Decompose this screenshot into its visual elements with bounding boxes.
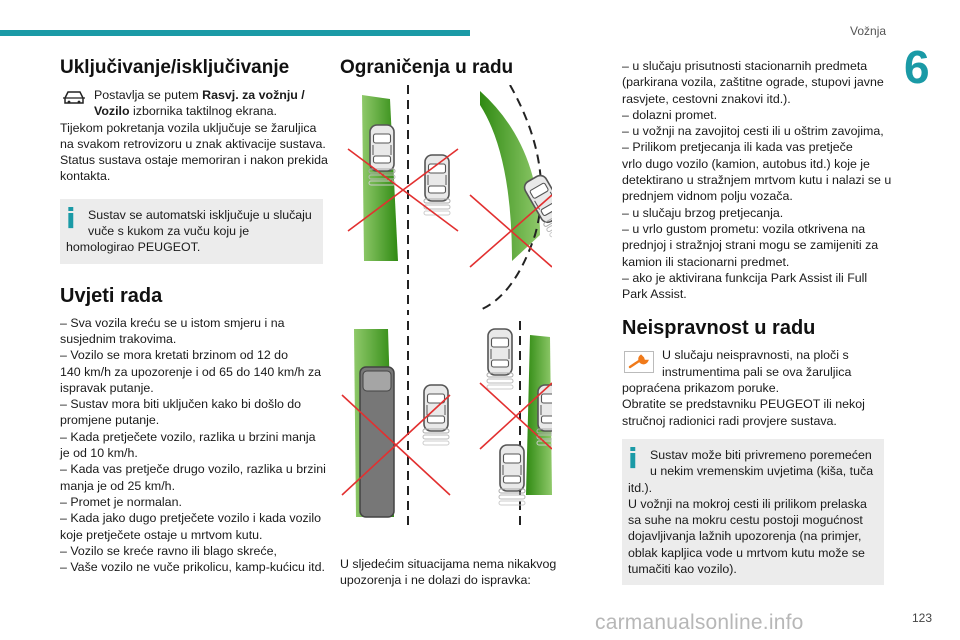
illustration-caption: U sljedećim situacijama nema nikakvog up… <box>340 556 595 589</box>
heading-on-off: Uključivanje/isključivanje <box>60 57 290 78</box>
car-settings-icon <box>60 87 88 109</box>
list-item: – Promet je normalan. <box>60 494 182 509</box>
text-line: stručnoj radionici radi provjere sustava… <box>622 413 837 428</box>
scene-dense-traffic <box>479 321 552 525</box>
list-item: – dolazni promet. <box>622 107 718 122</box>
info-box-weather: i Sustav može biti privremeno poremećen … <box>622 438 884 586</box>
list-item: – Sva vozila kreću se u istom smjeru i n… <box>60 315 285 330</box>
text-line: u nekim vremenskim uvjetima (kiša, tuča <box>650 464 874 479</box>
list-item: je od 10 km/h. <box>60 446 138 461</box>
list-item: susjednim trakovima. <box>60 331 177 346</box>
list-item: kamion ili stacionarni predmet. <box>622 254 790 269</box>
text-line: U sljedećim situacijama nema nikakvog <box>340 557 557 571</box>
column-3: – u slučaju prisutnosti stacionarnih pre… <box>622 58 892 586</box>
text-line: Sustav može biti privremeno poremećen <box>650 447 872 462</box>
heading-limitations: Ograničenja u radu <box>340 57 514 78</box>
text-line: vuče s kukom za vuču koju je <box>88 224 250 239</box>
list-item: – u vrlo gustom prometu: vozila otkriven… <box>622 221 866 236</box>
section-label: Vožnja <box>850 24 887 38</box>
info-box-towing: i Sustav se automatski isključuje u sluč… <box>60 198 323 264</box>
instruction-text: Postavlja se putem <box>94 88 203 102</box>
list-item: – Kada vas pretječe drugo vozilo, razlik… <box>60 462 326 477</box>
chapter-number: 6 <box>904 41 930 93</box>
text-line: Sustav se automatski isključuje u slučaj… <box>88 207 312 222</box>
header-accent-bar <box>0 30 470 36</box>
malfunction-warning: U slučaju neispravnosti, na ploči s inst… <box>622 347 890 380</box>
settings-instruction: Postavlja se putem Rasvj. za vožnju / Vo… <box>60 87 323 120</box>
list-item: – Vaše vozilo ne vuče prikolicu, kamp-ku… <box>60 560 325 575</box>
text-line: Status sustava ostaje memoriran i nakon … <box>60 153 328 168</box>
list-item: vrlo dugo vozilo (kamion, autobus itd.) … <box>622 156 870 171</box>
list-item: 140 km/h za upozorenje i od 65 do 140 km… <box>60 364 322 379</box>
scene-curve <box>469 85 552 311</box>
text-line: Tijekom pokretanja vozila uključuje se ž… <box>60 120 317 135</box>
list-item: rasvjete, cestovni znakovi itd.). <box>622 91 791 106</box>
menu-path: Rasvj. za vožnju / <box>202 88 305 102</box>
info-icon: i <box>628 441 638 475</box>
instruction-text-2: izbornika taktilnog ekrana. <box>129 104 277 119</box>
list-item: – Kada pretječete vozilo, razlika u brzi… <box>60 429 316 444</box>
heading-conditions: Uvjeti rada <box>60 284 163 307</box>
list-item: koje pretječete ostaje u mrtvom kutu. <box>60 527 263 542</box>
watermark: carmanualsonline.info <box>595 611 804 634</box>
text-line: Obratite se predstavniku PEUGEOT ili nek… <box>622 397 865 412</box>
list-item: prednjem vidnom polju vozača. <box>622 189 793 204</box>
text-line: U slučaju neispravnosti, na ploči s <box>662 348 849 363</box>
heading-malfunction: Neispravnost u radu <box>622 317 816 340</box>
list-item: – u vožnji na zavojitoj cesti ili u oštr… <box>622 124 884 139</box>
column-2: Ograničenja u radu <box>340 56 595 87</box>
list-item: promjene putanje. <box>60 413 160 428</box>
scene-truck <box>341 321 451 525</box>
list-item: – u slučaju prisutnosti stacionarnih pre… <box>622 59 868 73</box>
list-item: – Vozilo se mora kretati brzinom od 12 d… <box>60 348 288 363</box>
wrench-warning-icon <box>622 347 656 377</box>
info-icon: i <box>66 201 76 235</box>
page-number: 123 <box>911 611 932 625</box>
list-item: prednjoj i stražnjoj strani mogu se zami… <box>622 238 879 253</box>
list-item: Park Assist. <box>622 287 687 302</box>
list-item: manja je od 25 km/h. <box>60 478 176 493</box>
list-item: – Kada jako dugo pretječete vozilo i kad… <box>60 511 322 526</box>
menu-path-2: Vozilo <box>94 104 130 119</box>
text-line: na svakom retrovizoru u znak aktivacije … <box>60 136 326 151</box>
scene-parked-vehicles <box>347 85 459 315</box>
limitations-list: – u slučaju prisutnosti stacionarnih pre… <box>622 58 892 302</box>
text-line: dojavljivanja lažnih upozorenja (na prim… <box>628 529 862 544</box>
list-item: – u slučaju brzog pretjecanja. <box>622 205 784 220</box>
blind-spot-illustrations <box>341 85 552 525</box>
list-item: (parkirana vozila, zaštitne ograde, stup… <box>622 75 884 90</box>
text-line: tumačiti kao vozilo). <box>628 562 737 577</box>
list-item: detektirano u stražnjem mrtvom kutu i na… <box>622 173 892 188</box>
text-line: oblak kapljica vode u mrtvom kutu može s… <box>628 545 865 560</box>
list-item: ispravak putanje. <box>60 380 154 395</box>
list-item: – ako je aktivirana funkcija Park Assist… <box>622 270 868 285</box>
text-line: U vožnji na mokroj cesti ili prilikom pr… <box>628 496 867 511</box>
list-item: – Prilikom pretjecanja ili kada vas pret… <box>622 140 853 155</box>
text-line: sa suhe na mokru cestu postoji mogućnost <box>628 513 863 528</box>
column-1: Uključivanje/isključivanje Postavlja se … <box>60 56 328 576</box>
text-line: popraćena prikazom poruke. <box>622 381 780 396</box>
text-line: kontakta. <box>60 169 111 184</box>
list-item: – Vozilo se kreće ravno ili blago skreće… <box>60 543 277 558</box>
text-line: upozorenja i ne dolazi do ispravka: <box>340 573 531 588</box>
activation-paragraph: Tijekom pokretanja vozila uključuje se ž… <box>60 120 328 185</box>
text-line: instrumentima pali se ova žaruljica <box>662 364 852 379</box>
text-line: itd.). <box>628 480 653 495</box>
text-line: homologirao PEUGEOT. <box>66 240 201 255</box>
list-item: – Sustav mora biti uključen kako bi došl… <box>60 397 302 412</box>
conditions-list: – Sva vozila kreću se u istom smjeru i n… <box>60 315 326 576</box>
malfunction-text: popraćena prikazom poruke. Obratite se p… <box>622 380 890 429</box>
